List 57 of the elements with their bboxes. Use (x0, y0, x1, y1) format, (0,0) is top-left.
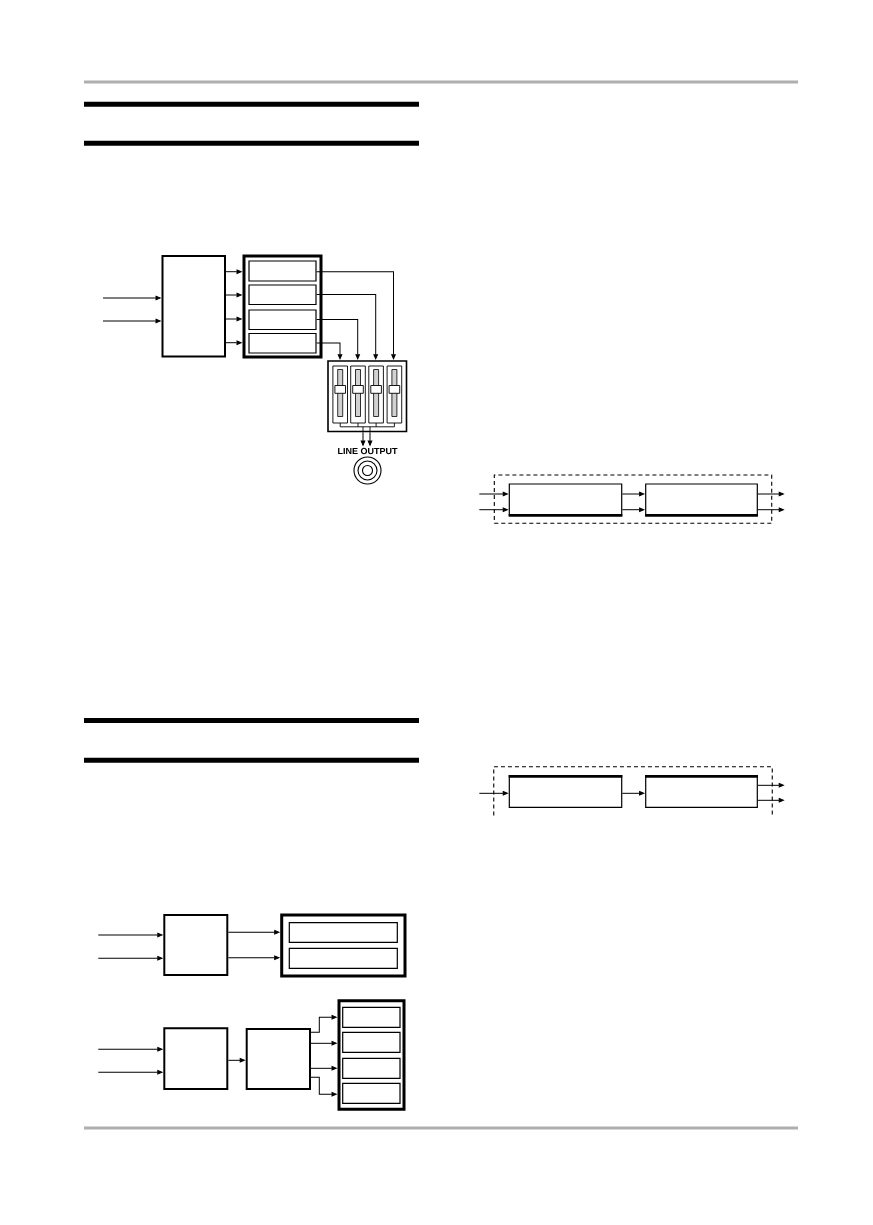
arrow (227, 1058, 245, 1063)
slot-box (248, 309, 317, 331)
block-box (645, 775, 758, 808)
arrow (621, 507, 645, 512)
arrow (316, 319, 360, 360)
block-box (645, 483, 758, 517)
block-box (245, 1028, 311, 1090)
dashed-frame (493, 474, 773, 524)
arrow (621, 491, 645, 497)
arrow (757, 507, 784, 512)
slot-box (342, 1006, 401, 1028)
arrow (757, 783, 784, 788)
slot-box (342, 1082, 401, 1104)
arrow (97, 956, 163, 961)
arrow (225, 340, 242, 345)
arrow (316, 294, 378, 360)
arrow (310, 1041, 337, 1046)
arrow (227, 930, 280, 935)
arrow (227, 955, 280, 960)
arrow (225, 269, 242, 274)
block-box (508, 775, 623, 808)
slot-box (342, 1031, 401, 1053)
arrow (360, 431, 366, 446)
block-box (508, 483, 623, 517)
arrow (316, 271, 396, 360)
arrow (478, 491, 508, 497)
arrow (367, 431, 373, 446)
block-box (163, 914, 229, 976)
frame-box (280, 913, 407, 978)
arrow (97, 1070, 163, 1075)
arrow (225, 292, 242, 298)
arrow (310, 1015, 337, 1033)
slot-box (248, 284, 317, 306)
slot-box (342, 1057, 401, 1079)
block-box (163, 1027, 229, 1090)
arrow (97, 932, 163, 938)
arrow (316, 342, 343, 360)
arrow (102, 295, 161, 301)
dashed-frame (493, 766, 773, 817)
arrow (757, 491, 784, 497)
arrow (757, 798, 784, 803)
arrow (310, 1076, 337, 1097)
slot-box (248, 260, 317, 282)
arrow (310, 1066, 337, 1071)
arrow (478, 791, 508, 796)
slot-box (288, 922, 398, 943)
frame-box (337, 999, 406, 1111)
slot-box (248, 332, 317, 354)
block-box (161, 255, 226, 358)
arrow (621, 791, 645, 796)
output-label: LINE OUTPUT (338, 447, 398, 455)
arrow (97, 1047, 163, 1052)
slot-box (288, 947, 398, 969)
arrow (102, 318, 161, 324)
frame-box (242, 254, 323, 359)
arrow (478, 507, 508, 512)
arrow (225, 316, 242, 322)
